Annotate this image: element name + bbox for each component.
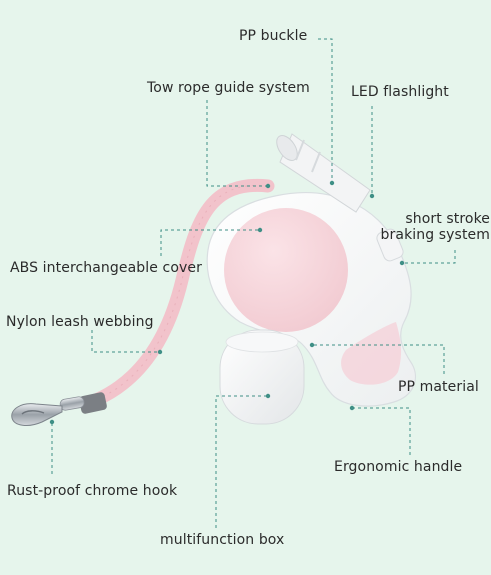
multifunction-box-lid	[225, 331, 299, 353]
callout-pp-material: PP material	[398, 379, 479, 395]
flashlight-lens	[276, 135, 298, 161]
flashlight-ring	[295, 139, 305, 161]
callout-multifunction-box: multifunction box	[160, 532, 285, 548]
leader-multifunction-dot	[265, 393, 271, 399]
leader-short-stroke-dot	[399, 260, 405, 266]
leader-tow-rope-dot	[265, 183, 271, 189]
leader-pp-buckle-dot	[329, 180, 335, 186]
leader-multifunction	[215, 395, 268, 528]
callout-led-flashlight: LED flashlight	[351, 84, 449, 100]
multifunction-box	[219, 329, 305, 425]
callout-short-stroke-line1: short stroke	[405, 211, 490, 227]
leader-abs-cover-dot	[257, 227, 263, 233]
callout-short-stroke-braking: short stroke braking system	[378, 211, 490, 243]
callout-chrome-hook: Rust-proof chrome hook	[7, 483, 178, 499]
callout-ergonomic-handle: Ergonomic handle	[334, 459, 463, 475]
leader-pp-buckle	[318, 38, 333, 183]
flashlight-ring-2	[311, 151, 321, 173]
chrome-hook-opening	[21, 410, 45, 415]
leader-ergonomic	[352, 407, 411, 455]
leader-pp-material-dot	[309, 342, 315, 348]
leader-led-dot	[369, 193, 375, 199]
leader-ergonomic-dot	[349, 405, 355, 411]
chrome-hook	[11, 403, 63, 426]
leader-nylon-dot	[157, 349, 163, 355]
leader-abs-cover	[160, 229, 260, 256]
callout-pp-buckle: PP buckle	[239, 28, 308, 44]
leader-chrome-hook-dot	[49, 419, 55, 425]
leader-nylon	[91, 330, 160, 353]
callout-tow-rope-guide: Tow rope guide system	[147, 80, 310, 96]
leader-lines	[49, 38, 456, 528]
abs-cover	[224, 208, 348, 332]
callout-abs-cover: ABS interchangeable cover	[10, 260, 202, 276]
callout-nylon-webbing: Nylon leash webbing	[6, 314, 154, 330]
callout-short-stroke-line2: braking system	[380, 227, 490, 243]
hook-rubber-grip	[79, 392, 107, 414]
brake-button	[376, 228, 404, 262]
leader-pp-material	[312, 344, 445, 374]
handle-grip-inset	[341, 322, 402, 385]
leash-webbing-edge	[95, 184, 269, 401]
leader-tow-rope	[206, 100, 268, 187]
leader-short-stroke	[402, 250, 456, 264]
